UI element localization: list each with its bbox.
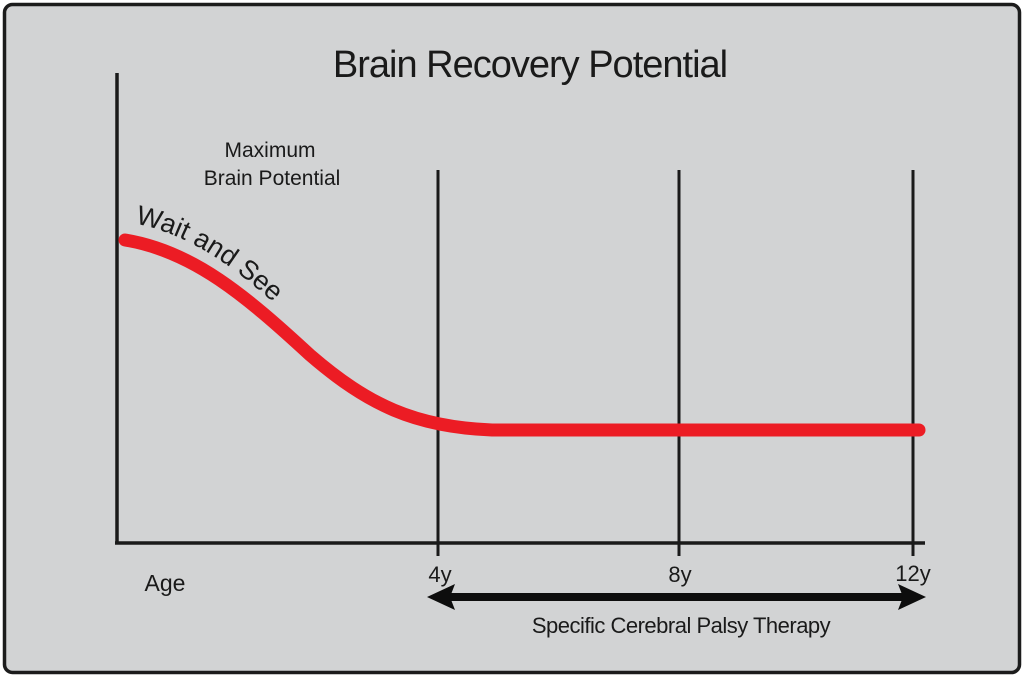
therapy-arrow-label: Specific Cerebral Palsy Therapy [532,613,831,638]
therapy-arrow-right-head [898,584,926,610]
chart-title: Brain Recovery Potential [333,44,727,86]
therapy-arrow-left-head [427,584,455,610]
recovery-curve [118,233,926,437]
max-brain-potential-label-line2: Brain Potential [204,167,341,190]
tick-label-8y: 8y [668,562,691,587]
tick-label-12y: 12y [895,561,930,586]
x-axis-label: Age [145,570,186,596]
tick-label-4y: 4y [428,562,451,587]
therapy-arrow [427,584,926,610]
max-brain-potential-label-line1: Maximum [224,139,315,162]
